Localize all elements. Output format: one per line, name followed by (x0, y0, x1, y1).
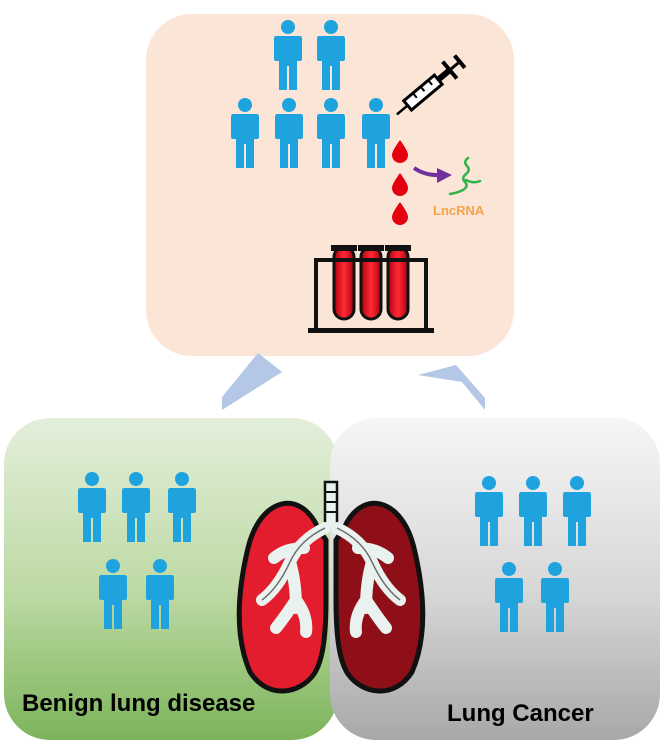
connector-left-arrow (222, 353, 282, 410)
person-icon (78, 472, 106, 542)
benign-group-label: Benign lung disease (22, 690, 256, 717)
extraction-arrow (412, 166, 452, 183)
person-icon (563, 476, 591, 546)
person-icon (495, 562, 523, 632)
person-icon (519, 476, 547, 546)
person-icon (99, 559, 127, 629)
blood-drop-icon (392, 202, 408, 225)
blood-drop-icon (392, 140, 408, 163)
lncrna-label: LncRNA (433, 203, 485, 218)
person-icon (146, 559, 174, 629)
syringe-icon (396, 54, 467, 116)
lungs-icon (236, 480, 426, 694)
person-icon (274, 20, 302, 90)
person-icon (317, 20, 345, 90)
person-icon (275, 98, 303, 168)
person-icon (362, 98, 390, 168)
person-icon (475, 476, 503, 546)
cancer-group-label: Lung Cancer (447, 700, 594, 727)
person-icon (317, 98, 345, 168)
person-icon (231, 98, 259, 168)
person-icon (122, 472, 150, 542)
person-icon (541, 562, 569, 632)
connector-right-arrow (418, 365, 485, 410)
test-tube-rack-icon (308, 245, 434, 333)
cancer-population (475, 476, 591, 632)
blood-drop-icon (392, 173, 408, 196)
person-icon (168, 472, 196, 542)
rna-strand-icon (448, 156, 482, 196)
benign-population (78, 472, 196, 629)
sample-population (231, 20, 390, 168)
